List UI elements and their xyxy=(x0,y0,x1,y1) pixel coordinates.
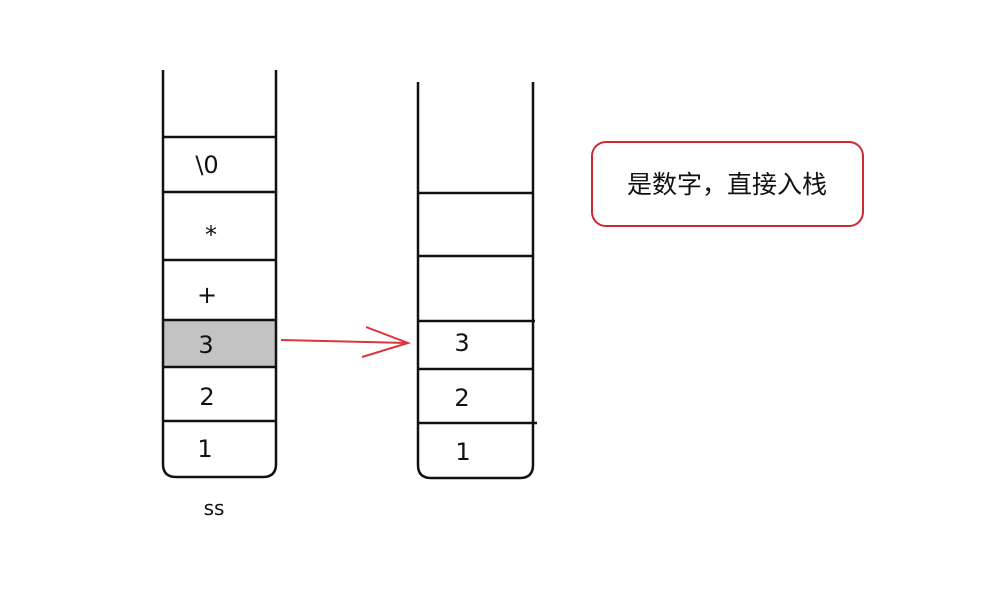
left-stack-outline xyxy=(161,70,278,479)
left-stack-cell: \0 xyxy=(195,151,218,179)
right-stack-outline xyxy=(416,82,535,480)
right-stack-cell: 3 xyxy=(454,329,469,357)
left-stack-cell-highlighted: 3 xyxy=(198,331,213,359)
left-stack-highlight xyxy=(163,320,276,367)
right-stack-cell: 2 xyxy=(454,384,469,412)
left-stack: \0 * + 3 2 1 ss xyxy=(161,70,278,520)
arrow-shaft xyxy=(280,339,409,344)
note-callout: 是数字，直接入栈 xyxy=(591,141,864,227)
left-stack-cell: * xyxy=(205,221,217,249)
left-stack-cell: + xyxy=(197,281,217,309)
left-stack-cell: 2 xyxy=(199,383,214,411)
right-stack-cell: 1 xyxy=(455,438,470,466)
left-stack-cell: 1 xyxy=(197,435,212,463)
push-arrow xyxy=(280,326,412,358)
arrow-head xyxy=(361,326,412,358)
left-stack-label: ss xyxy=(204,496,225,520)
note-text: 是数字，直接入栈 xyxy=(627,170,827,199)
note-box xyxy=(591,141,864,227)
right-stack: 3 2 1 xyxy=(416,82,537,480)
